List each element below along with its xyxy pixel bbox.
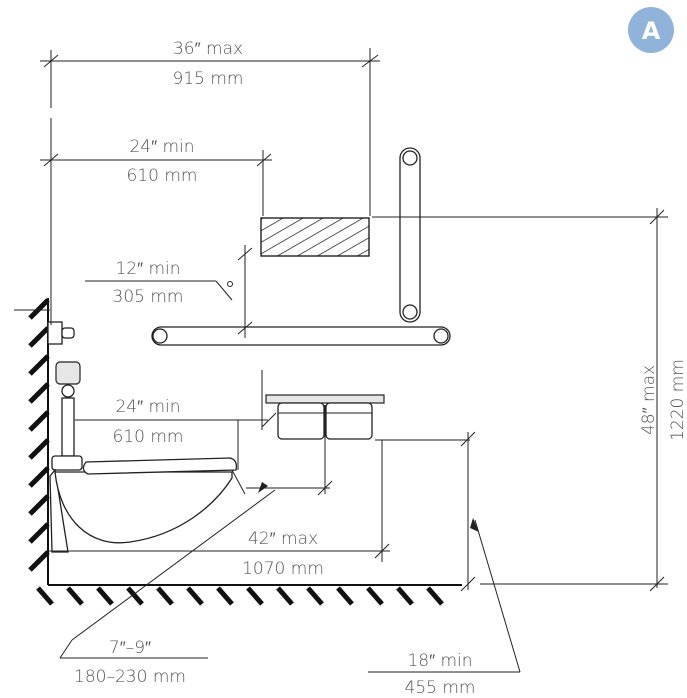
dispenser-height-imperial: 7″–9″ bbox=[109, 638, 151, 658]
dispenser-height-metric: 180–230 mm bbox=[74, 667, 186, 687]
toilet-bowl bbox=[54, 471, 233, 544]
flush-valve-head bbox=[55, 361, 81, 385]
badge-circle bbox=[628, 7, 674, 53]
flush-pipe bbox=[61, 397, 75, 457]
flush-connector bbox=[51, 455, 83, 471]
flush-dispenser-imperial: 24″ min bbox=[115, 397, 180, 417]
grab-bars bbox=[151, 147, 451, 346]
dispenser-floor-metric: 455 mm bbox=[405, 678, 476, 698]
width-max-metric: 915 mm bbox=[173, 69, 244, 89]
flush-handle bbox=[61, 327, 75, 339]
toilet-seat-edge bbox=[231, 469, 246, 495]
dimension-lines bbox=[40, 48, 668, 673]
dispenser-min-imperial: 24″ min bbox=[129, 137, 194, 157]
wall-and-floor bbox=[14, 298, 462, 606]
flush-valve-gauge bbox=[61, 384, 75, 398]
dimension-labels: 36″ max 915 mm 24″ min 610 mm 12″ min 30… bbox=[74, 39, 687, 698]
dispenser-reach-metric: 1070 mm bbox=[242, 559, 324, 579]
vertical-grab-bar bbox=[399, 147, 421, 323]
toilet-seat bbox=[82, 457, 238, 475]
paper-roll-left bbox=[277, 402, 325, 440]
toilet-paper-holder bbox=[265, 394, 385, 440]
toilet-base bbox=[49, 468, 69, 553]
flush-dispenser-metric: 610 mm bbox=[113, 427, 184, 447]
floor-hatching bbox=[36, 586, 444, 606]
dispenser-reach-imperial: 42″ max bbox=[248, 529, 318, 549]
badge-label: A bbox=[642, 17, 661, 45]
wall-hatching bbox=[28, 298, 50, 572]
wall-dispenser bbox=[260, 217, 370, 257]
height-max-metric: 1220 mm bbox=[668, 359, 687, 441]
arrow-head bbox=[258, 482, 268, 493]
dispenser-min-metric: 610 mm bbox=[127, 166, 198, 186]
height-max-imperial: 48″ max bbox=[639, 365, 659, 435]
width-max-imperial: 36″ max bbox=[173, 39, 243, 59]
holder-shelf bbox=[265, 394, 385, 404]
wall-bracket bbox=[47, 321, 63, 345]
toilet bbox=[47, 321, 246, 553]
grab-bar-gap-imperial: 12″ min bbox=[115, 259, 180, 279]
dispenser-floor-imperial: 18″ min bbox=[407, 651, 472, 671]
grab-bar-gap-metric: 305 mm bbox=[113, 287, 184, 307]
paper-roll-right bbox=[325, 402, 373, 440]
section-badge: A bbox=[628, 7, 674, 53]
horizontal-grab-bar bbox=[151, 326, 451, 346]
arrow-head bbox=[470, 518, 479, 532]
